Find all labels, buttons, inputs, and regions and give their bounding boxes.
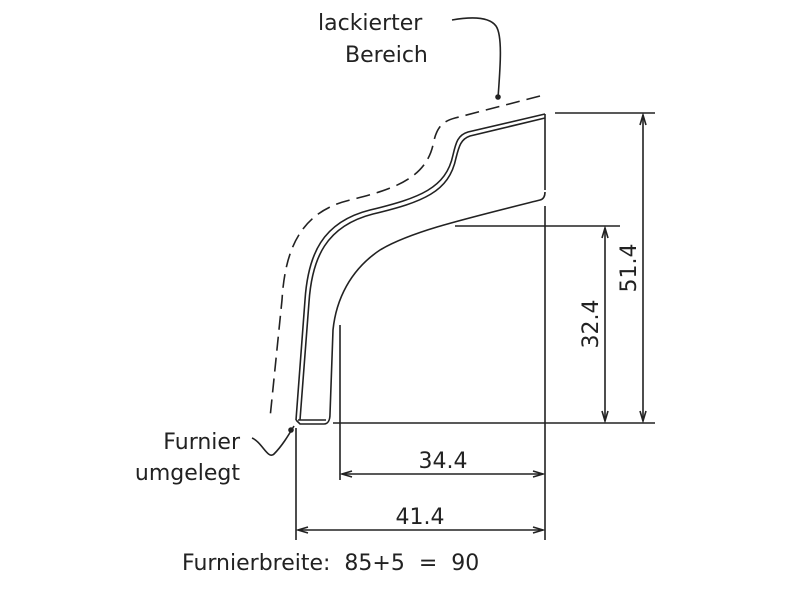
arrow-up-32-4 [601, 225, 609, 239]
dim-text-32-4: 32.4 [579, 300, 604, 349]
leader-veneer-folded [251, 425, 295, 456]
label-veneer-folded-2: umgelegt [135, 461, 240, 486]
label-veneer-folded-1: Furnier [163, 430, 241, 455]
arrow-down-32-4 [601, 410, 609, 424]
veneer-folded-foot [295, 191, 546, 425]
label-painted-area-1: lackierter [318, 11, 423, 36]
veneer-inner-line [299, 117, 546, 421]
painted-area-dashed-outline [269, 95, 541, 419]
label-painted-area-2: Bereich [345, 43, 428, 68]
arrow-left-34-4 [339, 470, 353, 478]
label-veneer-width: Furnierbreite: 85+5 = 90 [182, 551, 479, 576]
dim-text-34-4: 34.4 [419, 449, 468, 474]
leader-painted-area-dot [495, 94, 501, 100]
arrow-down-51-4 [639, 410, 647, 424]
arrow-right-34-4 [532, 470, 546, 478]
leader-painted-area [451, 17, 502, 99]
arrow-left-41-4 [295, 526, 309, 534]
arrow-up-51-4 [639, 112, 647, 126]
veneer-outer-line [295, 113, 546, 421]
leader-veneer-folded-dot [288, 427, 294, 433]
arrow-right-41-4 [532, 526, 546, 534]
dim-text-51-4: 51.4 [617, 244, 642, 293]
dim-text-41-4: 41.4 [396, 505, 445, 530]
